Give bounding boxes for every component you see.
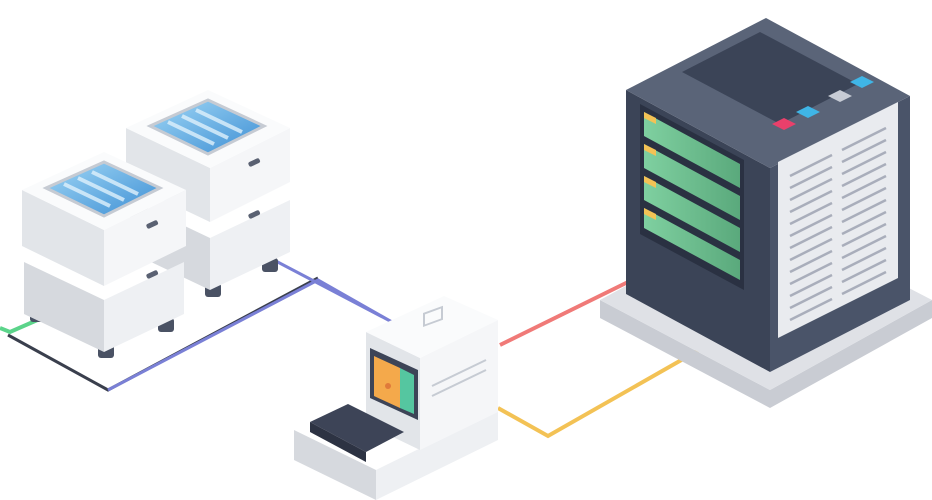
drive-tab — [644, 176, 656, 188]
server-top-panel — [682, 32, 858, 124]
server-cabinet — [600, 18, 932, 408]
cables — [0, 256, 707, 439]
terminal — [294, 296, 498, 500]
drive-tray — [644, 176, 740, 252]
server-button-red[interactable] — [772, 118, 796, 130]
cable-blue-2 — [269, 256, 393, 324]
server-button-blue[interactable] — [796, 106, 820, 118]
drive-tab — [644, 144, 656, 156]
cable-yellow — [497, 344, 707, 439]
drive-tray — [644, 144, 740, 220]
server-base — [600, 300, 932, 408]
cable-green — [0, 316, 43, 335]
terminal-vents — [431, 359, 487, 397]
drive-trays — [644, 112, 740, 280]
drive-tab — [644, 112, 656, 124]
drive-tray — [644, 208, 740, 280]
printer-left — [22, 152, 186, 358]
terminal-keyboard — [310, 404, 404, 452]
drive-tray — [644, 112, 740, 188]
cable-red — [499, 280, 629, 347]
server-vents — [789, 126, 887, 322]
drive-tab — [644, 208, 656, 220]
server-button-blue[interactable] — [850, 76, 874, 88]
server-button-gray[interactable] — [828, 90, 852, 102]
drive-bay — [640, 104, 744, 290]
